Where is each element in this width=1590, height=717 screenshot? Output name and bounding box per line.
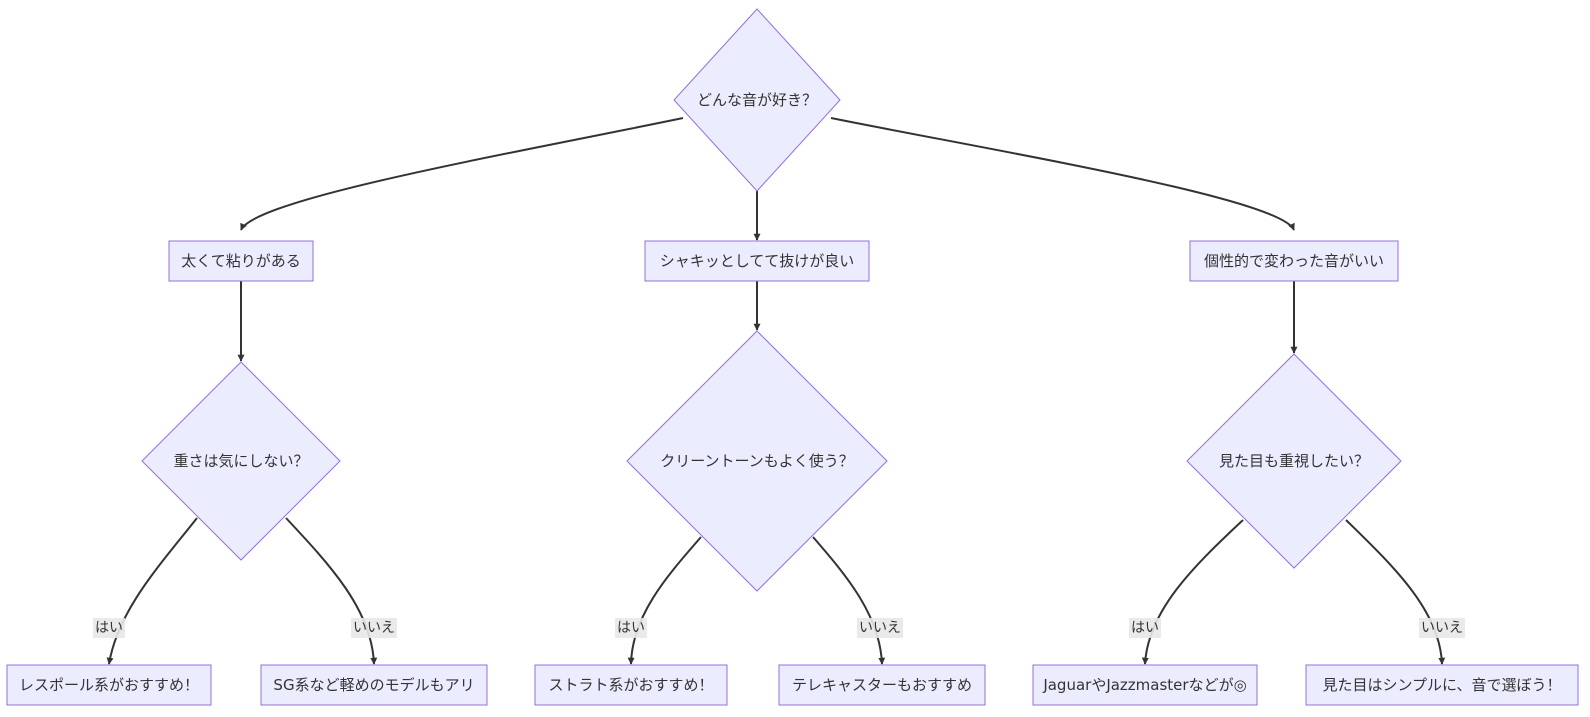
edge-label-background	[1419, 618, 1465, 638]
node-label-lespaul: レスポール系がおすすめ！	[19, 676, 199, 694]
edge-label-q_looks-to-simple: いいえ	[1419, 618, 1465, 638]
process-box	[1032, 664, 1258, 706]
node-label-tele: テレキャスターもおすすめ	[792, 676, 972, 694]
process-box	[1305, 664, 1579, 706]
node-label-simple: 見た目はシンプルに、音で選ぼう！	[1322, 676, 1561, 694]
decision-diamond	[141, 361, 341, 561]
edge-q_weight-to-sg	[285, 517, 378, 665]
node-strat: ストラト系がおすすめ！	[534, 664, 728, 706]
process-box	[1189, 240, 1399, 282]
node-tele: テレキャスターもおすすめ	[778, 664, 986, 706]
process-box	[534, 664, 728, 706]
node-label-jaguar: JaguarやJazzmasterなどが◎	[1042, 676, 1246, 694]
decision-diamond	[626, 330, 888, 592]
edge-labels-layer: はい いいえ はい いいえ はい いいえ	[93, 618, 1465, 638]
edge-label-q_weight-to-lespaul: はい	[93, 618, 125, 638]
edge-label-background	[1129, 618, 1161, 638]
node-crisp: シャキッとしてて抜けが良い	[644, 240, 870, 282]
edge-label-q_weight-to-sg: いいえ	[351, 618, 397, 638]
decision-diamond	[1186, 353, 1402, 569]
node-jaguar: JaguarやJazzmasterなどが◎	[1032, 664, 1258, 706]
edge-label-text: いいえ	[1421, 620, 1463, 636]
node-label-fat: 太くて粘りがある	[181, 252, 301, 270]
node-label-sg: SG系など軽めのモデルもアリ	[273, 676, 474, 694]
edge-label-background	[615, 618, 647, 638]
node-q_weight: 重さは気にしない？	[141, 361, 341, 561]
process-box	[6, 664, 212, 706]
process-box	[168, 240, 314, 282]
process-box	[644, 240, 870, 282]
process-box	[778, 664, 986, 706]
edge-q_looks-to-jaguar	[1141, 519, 1244, 665]
edge-q_clean-to-tele	[812, 536, 886, 665]
edge-label-text: はい	[1131, 620, 1159, 636]
edge-q_clean-to-strat	[627, 536, 702, 665]
edge-label-text: はい	[95, 620, 123, 636]
nodes-layer: どんな音が好き？ 太くて粘りがある シャキッとしてて抜けが良い 個性的で変わった音がい…	[6, 8, 1579, 706]
node-simple: 見た目はシンプルに、音で選ぼう！	[1305, 664, 1579, 706]
node-label-crisp: シャキッとしてて抜けが良い	[660, 252, 855, 270]
node-lespaul: レスポール系がおすすめ！	[6, 664, 212, 706]
edge-q_weight-to-lespaul	[106, 517, 198, 665]
node-q_looks: 見た目も重視したい？	[1186, 353, 1402, 569]
node-label-q_weight: 重さは気にしない？	[173, 452, 308, 470]
node-label-unique: 個性的で変わった音がいい	[1204, 252, 1384, 270]
edge-label-q_looks-to-jaguar: はい	[1129, 618, 1161, 638]
node-label-start: どんな音が好き？	[697, 91, 817, 109]
edge-label-text: いいえ	[859, 620, 901, 636]
decision-diamond	[673, 8, 841, 192]
node-q_clean: クリーントーンもよく使う？	[626, 330, 888, 592]
node-start: どんな音が好き？	[673, 8, 841, 192]
edge-label-background	[857, 618, 903, 638]
node-sg: SG系など軽めのモデルもアリ	[260, 664, 488, 706]
edge-start-to-unique	[830, 117, 1295, 231]
node-fat: 太くて粘りがある	[168, 240, 314, 282]
edge-label-text: いいえ	[353, 620, 395, 636]
edge-label-background	[351, 618, 397, 638]
edge-q_looks-to-simple	[1345, 519, 1446, 665]
edge-label-background	[93, 618, 125, 638]
edge-label-q_clean-to-strat: はい	[615, 618, 647, 638]
edge-label-q_clean-to-tele: いいえ	[857, 618, 903, 638]
process-box	[260, 664, 488, 706]
node-label-q_clean: クリーントーンもよく使う？	[660, 452, 854, 470]
node-unique: 個性的で変わった音がいい	[1189, 240, 1399, 282]
edge-label-text: はい	[617, 620, 645, 636]
edge-start-to-fat	[240, 117, 684, 231]
edges-layer	[106, 117, 1446, 665]
node-label-strat: ストラト系がおすすめ！	[548, 676, 713, 694]
node-label-q_looks: 見た目も重視したい？	[1219, 452, 1369, 470]
